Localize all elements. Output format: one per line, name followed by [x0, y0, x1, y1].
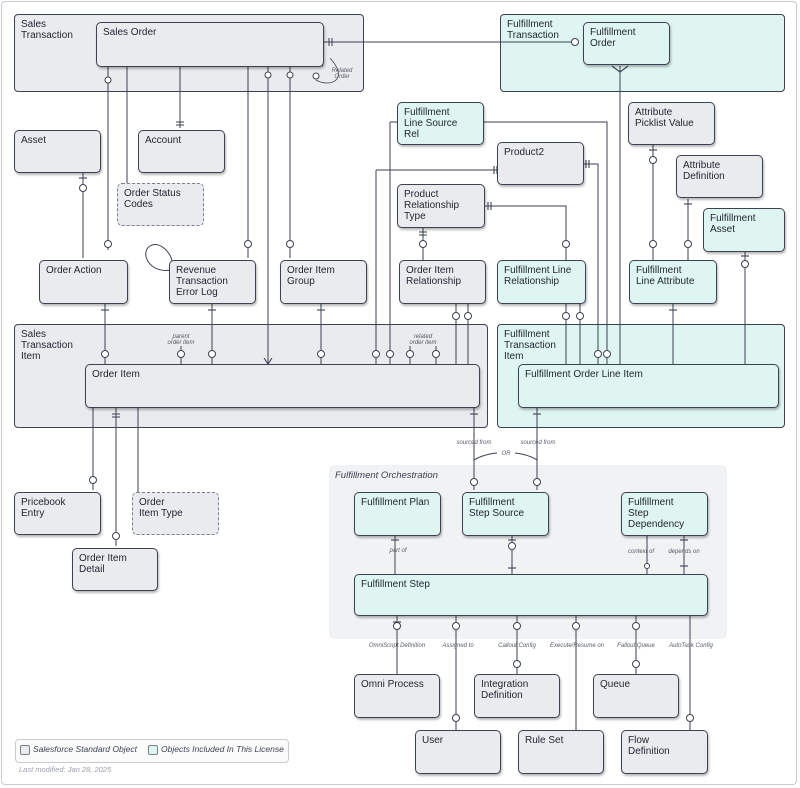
fulfillment-line-attribute-box[interactable]: Fulfillment Line Attribute	[629, 260, 717, 304]
queue-box[interactable]: Queue	[593, 674, 679, 718]
label-context-of: context of	[627, 549, 654, 555]
attribute-definition-box[interactable]: Attribute Definition	[676, 155, 763, 198]
label-sourced-from-order-item: sourced from	[456, 440, 492, 446]
label-callout-config: Callout Config	[498, 643, 536, 649]
fulfillment-order-line-item-box[interactable]: Fulfillment Order Line Item	[518, 364, 779, 408]
product-relationship-type-box[interactable]: Product Relationship Type	[397, 184, 485, 228]
order-item-box[interactable]: Order Item	[85, 364, 480, 408]
legend-standard-swatch	[20, 745, 30, 755]
connectors	[82, 38, 746, 730]
fulfillment-step-dependency-box[interactable]: Fulfillment Step Dependency	[621, 492, 708, 536]
order-status-codes-picklist[interactable]: Order Status Codes	[117, 183, 204, 226]
fulfillment-plan-box[interactable]: Fulfillment Plan	[354, 492, 441, 536]
rule-set-box[interactable]: Rule Set	[518, 730, 604, 774]
fulfillment-step-source-box[interactable]: Fulfillment Step Source	[462, 492, 549, 536]
label-omniscript-definition: OmniScript Definition	[368, 643, 426, 649]
account-box[interactable]: Account	[138, 130, 225, 173]
fulfillment-asset-box[interactable]: Fulfillment Asset	[703, 208, 785, 252]
order-item-group-box[interactable]: Order Item Group	[280, 260, 367, 304]
asset-box[interactable]: Asset	[14, 130, 101, 173]
label-related-order: Related Order	[331, 68, 353, 80]
label-part-of: part of	[389, 548, 407, 554]
flow-definition-box[interactable]: Flow Definition	[621, 730, 708, 774]
last-modified: Last modified: Jan 28, 2025	[19, 765, 112, 774]
label-depends-on: depends on	[668, 549, 700, 555]
label-parent-order-item: parent order item	[167, 334, 195, 346]
fulfillment-line-source-rel-box[interactable]: Fulfillment Line Source Rel	[397, 102, 484, 145]
label-sourced-from-foli: sourced from	[520, 440, 556, 446]
fulfillment-step-box[interactable]: Fulfillment Step	[354, 574, 708, 616]
order-item-detail-box[interactable]: Order Item Detail	[72, 548, 158, 591]
pricebook-entry-box[interactable]: Pricebook Entry	[14, 492, 101, 535]
order-action-box[interactable]: Order Action	[39, 260, 128, 304]
label-assigned-to: Assigned to	[442, 643, 474, 649]
connector-markers	[79, 38, 749, 722]
integration-definition-box[interactable]: Integration Definition	[474, 674, 560, 718]
user-box[interactable]: User	[415, 730, 501, 774]
label-or: OR	[497, 451, 515, 457]
sales-order-box[interactable]: Sales Order	[96, 22, 324, 67]
legend-license-swatch	[148, 745, 158, 755]
label-autotask-config: AutoTask Config	[669, 643, 713, 649]
product2-box[interactable]: Product2	[497, 142, 584, 185]
label-fallout-queue: Fallout Queue	[617, 643, 655, 649]
revenue-transaction-error-log-box[interactable]: Revenue Transaction Error Log	[169, 260, 256, 304]
fulfillment-orchestration-title: Fulfillment Orchestration	[335, 470, 438, 481]
fulfillment-line-relationship-box[interactable]: Fulfillment Line Relationship	[497, 260, 586, 304]
attribute-picklist-value-box[interactable]: Attribute Picklist Value	[628, 102, 715, 145]
label-related-order-item: related order item	[409, 334, 437, 346]
omni-process-box[interactable]: Omni Process	[354, 674, 440, 718]
legend-license-text: Objects Included In This License	[161, 744, 284, 754]
legend-standard-text: Salesforce Standard Object	[33, 744, 137, 754]
order-item-relationship-box[interactable]: Order Item Relationship	[399, 260, 486, 304]
fulfillment-order-box[interactable]: Fulfillment Order	[583, 22, 670, 65]
label-execute-resume-on: Execute/Resume on	[549, 643, 605, 649]
order-item-type-picklist[interactable]: Order Item Type	[132, 492, 219, 535]
